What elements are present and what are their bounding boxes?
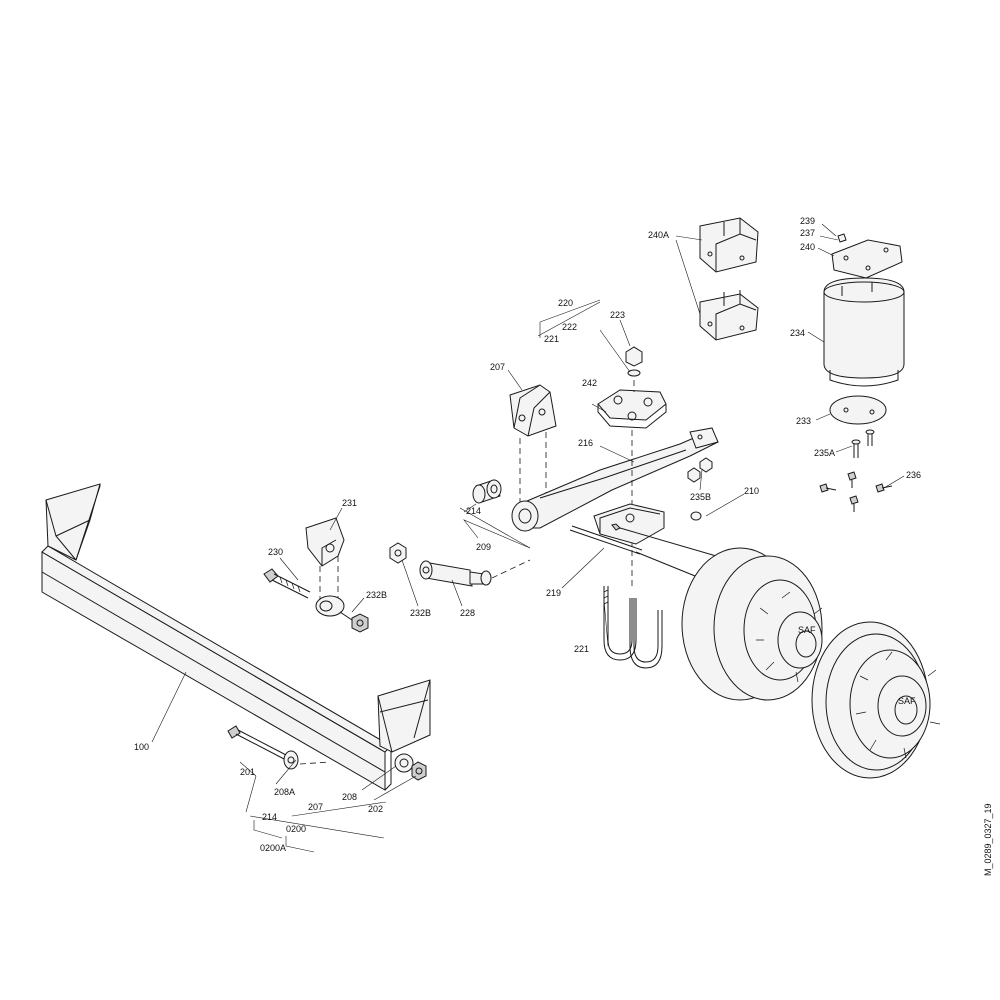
label-210: 210: [744, 486, 759, 496]
label-237: 237: [800, 228, 815, 238]
label-216: 216: [578, 438, 593, 448]
shock-absorber-assembly: [389, 542, 531, 587]
label-0200: 0200: [286, 824, 306, 834]
leader-lines: [151, 223, 905, 853]
label-231: 231: [342, 498, 357, 508]
u-bolts: [603, 586, 663, 669]
label-214-top: 214: [466, 506, 481, 516]
label-207-top: 207: [490, 362, 505, 372]
label-223: 223: [610, 310, 625, 320]
label-239: 239: [800, 216, 815, 226]
label-230: 230: [268, 547, 283, 557]
brake-disc-hub: SAF: [811, 621, 941, 779]
pivot-bolt-assembly: [227, 725, 331, 770]
label-0200a: 0200A: [260, 843, 286, 853]
label-232b-right: 232B: [410, 608, 431, 618]
label-221-bottom: 221: [574, 644, 589, 654]
label-242: 242: [582, 378, 597, 388]
label-209: 209: [476, 542, 491, 552]
label-214-bottom: 214: [262, 812, 277, 822]
label-220: 220: [558, 298, 573, 308]
label-202: 202: [368, 804, 383, 814]
label-208: 208: [342, 792, 357, 802]
bushing: [472, 479, 502, 504]
label-240a: 240A: [648, 230, 669, 240]
axle-seat: [569, 503, 702, 555]
label-232b-left: 232B: [366, 590, 387, 600]
label-236: 236: [906, 470, 921, 480]
label-234: 234: [790, 328, 805, 338]
label-222: 222: [562, 322, 577, 332]
shock-bracket-assembly: [263, 517, 369, 633]
label-228: 228: [460, 608, 475, 618]
brake-drum-hub: SAF: [681, 547, 823, 701]
part-labels: 100 201 208A 208 202 207 214 0200 0200A …: [134, 216, 921, 853]
label-201: 201: [240, 767, 255, 777]
label-235b: 235B: [690, 492, 711, 502]
label-207-bottom: 207: [308, 802, 323, 812]
label-100: 100: [134, 742, 149, 752]
air-spring: [823, 233, 905, 425]
label-221-top: 221: [544, 334, 559, 344]
trailing-arm: [511, 427, 719, 532]
hub-mark-2: SAF: [898, 696, 916, 706]
air-spring-brackets: [699, 217, 759, 341]
label-233: 233: [796, 416, 811, 426]
axle-top-plate: [597, 346, 667, 590]
mounting-bolts: [687, 429, 893, 512]
axle-tube: [619, 527, 731, 579]
label-208a: 208A: [274, 787, 295, 797]
label-240: 240: [800, 242, 815, 252]
drawing-id: M_0289_0327_19: [983, 803, 993, 876]
label-219: 219: [546, 588, 561, 598]
cross-member-beam: [41, 483, 431, 791]
hub-mark-1: SAF: [798, 625, 816, 635]
label-235a: 235A: [814, 448, 835, 458]
hanger-bracket: [509, 384, 557, 510]
